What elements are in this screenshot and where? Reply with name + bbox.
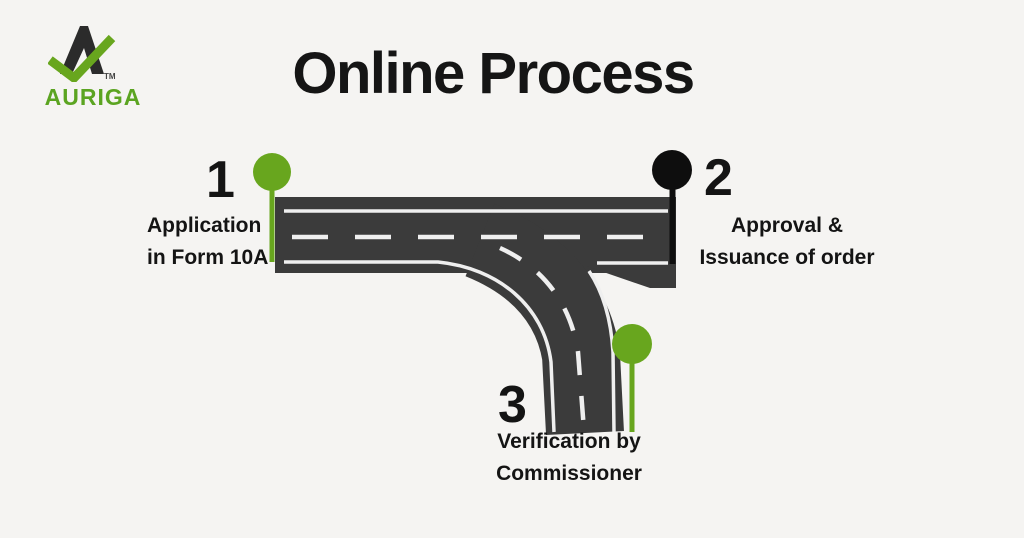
step2-pin-icon [652, 150, 692, 190]
step3-label-line2: Commissioner [496, 462, 642, 485]
step2-label-line2: Issuance of order [699, 246, 875, 269]
road-edge-line-bottom-outer [284, 260, 556, 433]
logo-check-icon [48, 34, 116, 82]
step1-number: 1 [206, 151, 235, 209]
step1-label-line2: in Form 10A [147, 246, 269, 269]
step2-pin-stem [669, 188, 676, 264]
step3-number: 3 [498, 376, 527, 434]
step2-label-line1: Approval & [730, 214, 843, 237]
auriga-logo-icon: TM [48, 26, 116, 82]
page-title: Online Process [292, 41, 695, 106]
logo-trademark: TM [104, 72, 116, 81]
brand-name: AURIGA [44, 84, 142, 110]
step1-pin-stem [269, 188, 275, 262]
road-shoulder-wedge [586, 266, 676, 288]
step3-label: Verification by Commissioner [496, 426, 642, 490]
road-center-dashes-curve [499, 245, 587, 431]
step1-label: Application in Form 10A [147, 210, 268, 274]
step3-pin-stem [629, 362, 635, 432]
step2-number: 2 [704, 149, 733, 207]
road-branch-curve [464, 203, 624, 435]
step3-label-line1: Verification by [497, 430, 641, 453]
road-edge-line-inner-curve [587, 270, 616, 433]
step2-label: Approval & Issuance of order [699, 210, 874, 274]
step1-pin-icon [253, 153, 291, 191]
step1-label-line1: Application [147, 214, 262, 237]
step3-pin-icon [612, 324, 652, 364]
